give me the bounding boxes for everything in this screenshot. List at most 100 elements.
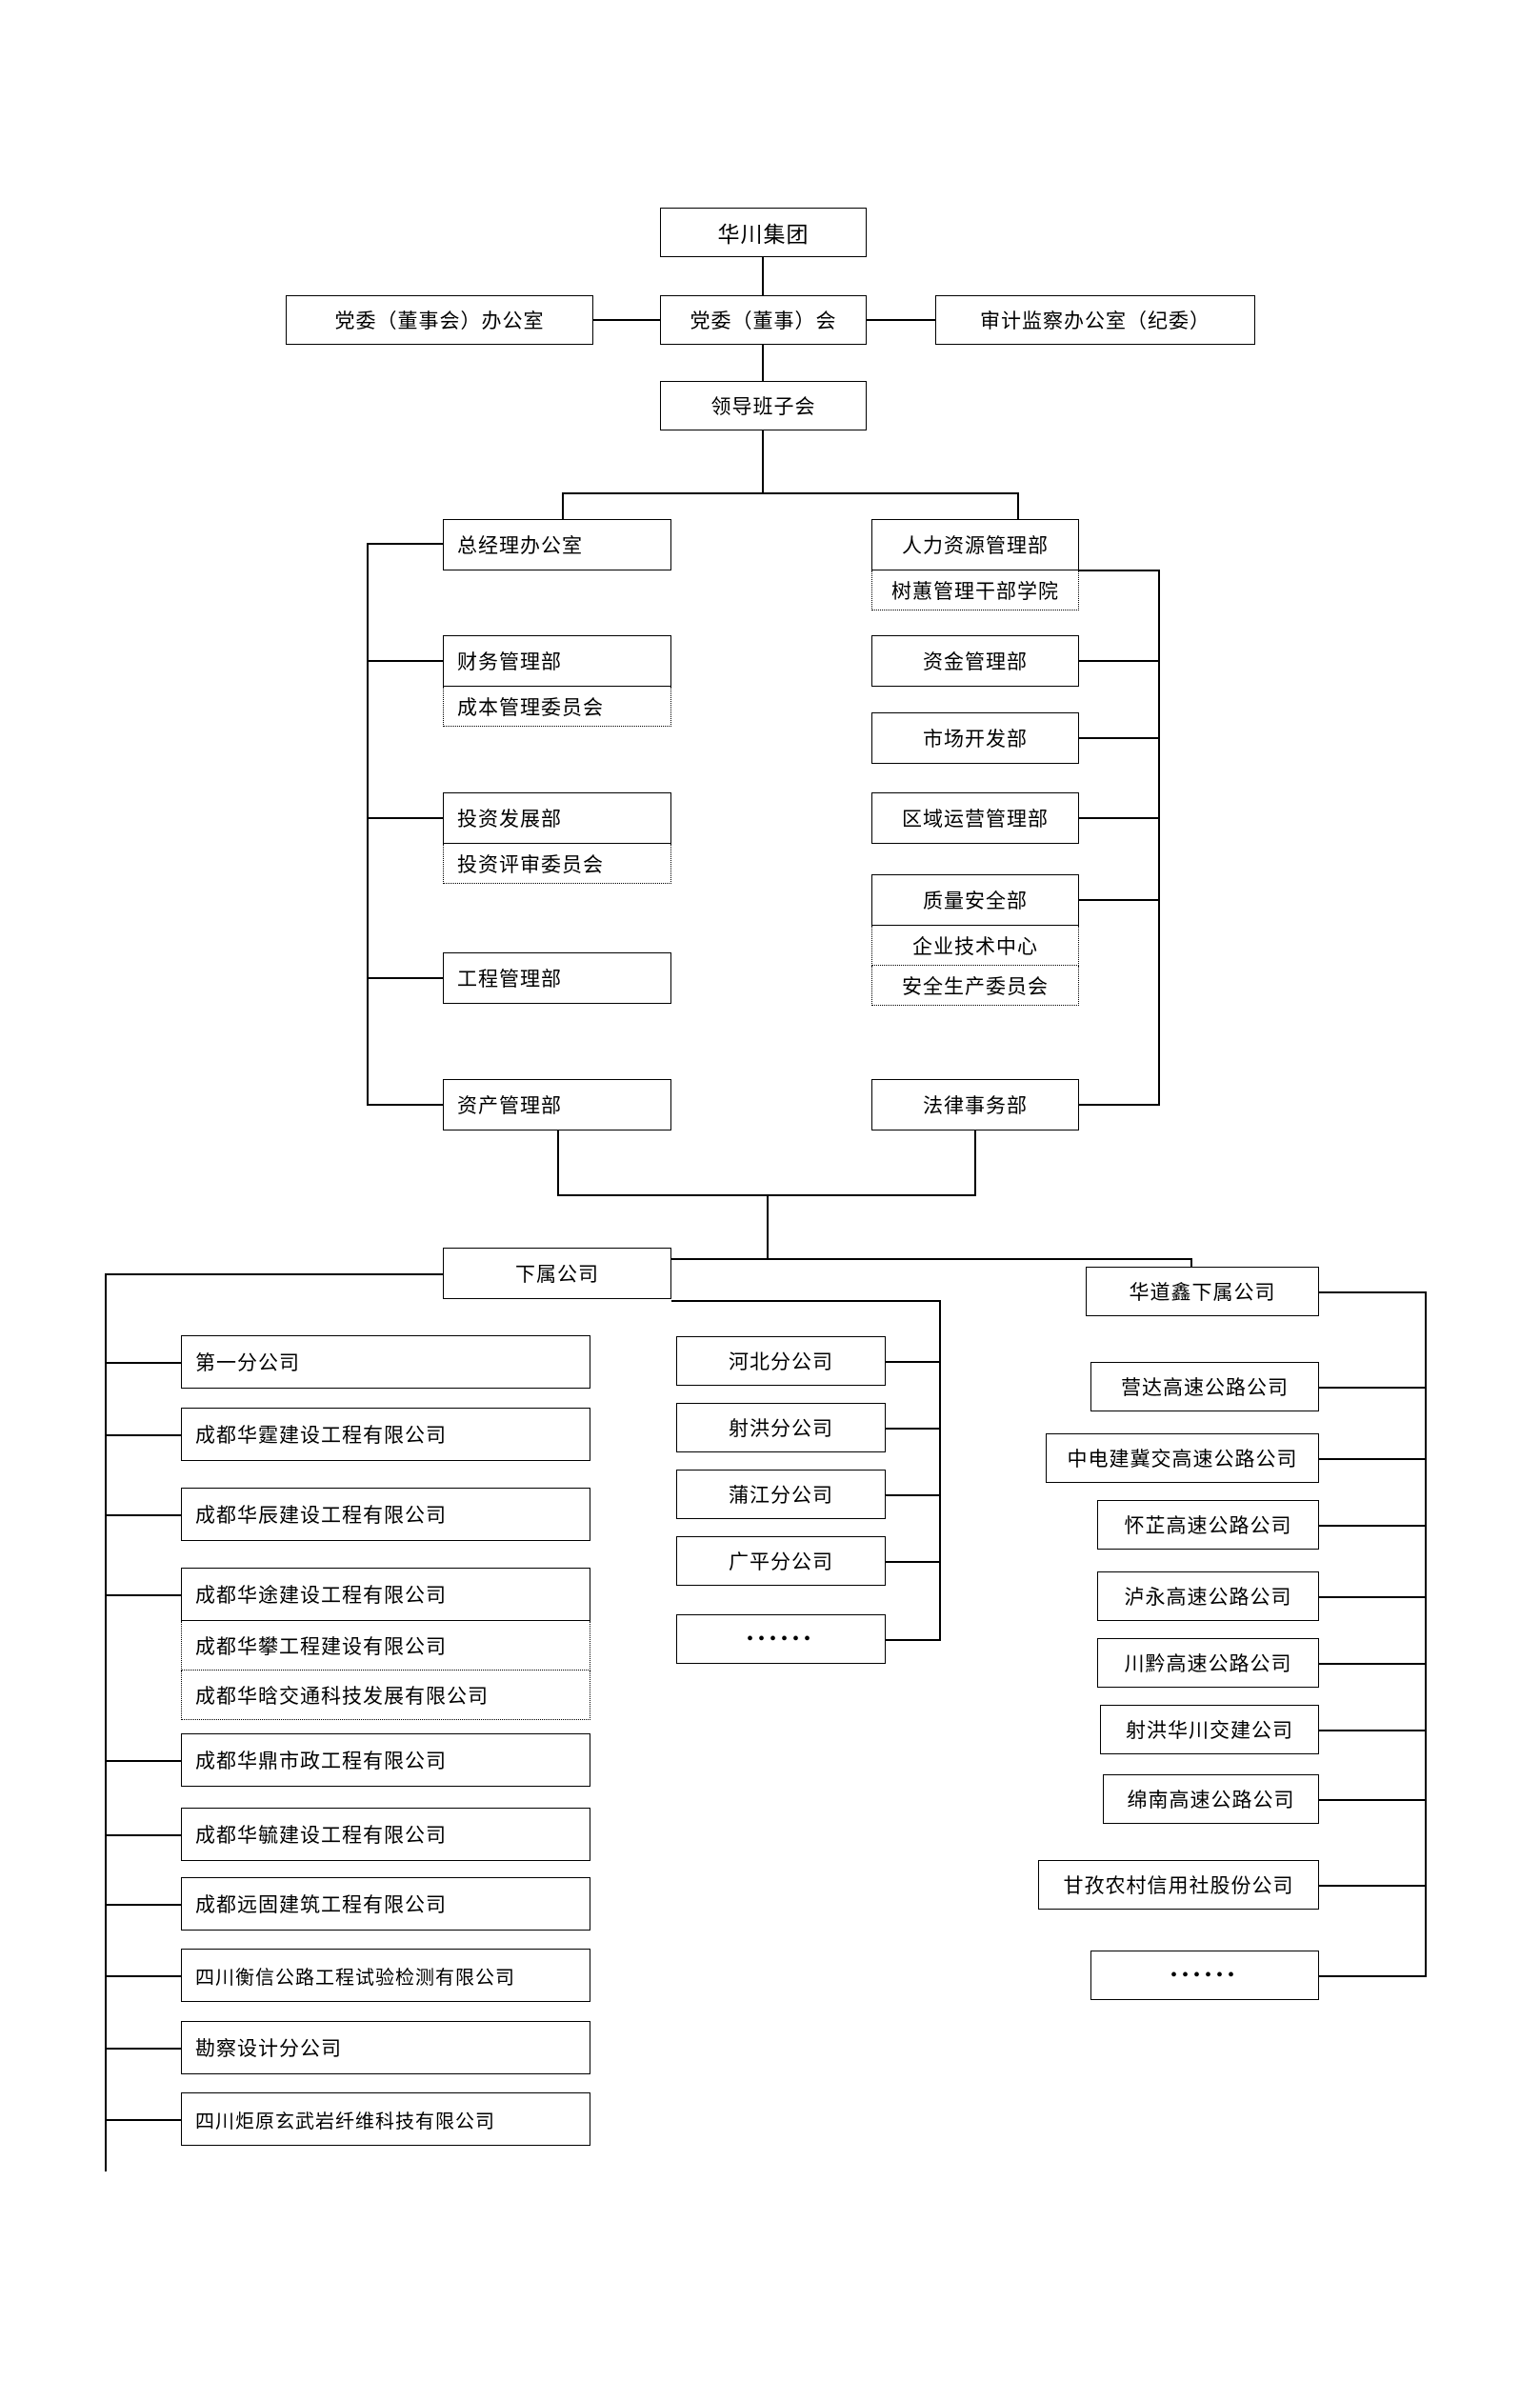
connector-subsidiary-12 <box>105 2119 181 2121</box>
node-huadaoxin-7[interactable]: 绵南高速公路公司 <box>1103 1774 1319 1824</box>
connector-huadaoxin-2 <box>1319 1458 1427 1460</box>
connector-branch-4 <box>886 1561 941 1563</box>
connector-branch-ellipsis <box>886 1639 941 1641</box>
connector-regional-to-rail <box>1079 817 1160 819</box>
huadaoxin-rail <box>1425 1291 1427 1975</box>
connector-huadaoxin-5 <box>1319 1663 1427 1665</box>
connector-rail-asset <box>367 1104 443 1106</box>
connector-root-to-party <box>762 257 764 295</box>
node-subsidiary-4[interactable]: 成都华途建设工程有限公司 <box>181 1568 590 1621</box>
connector-huadaoxin-4 <box>1319 1596 1427 1598</box>
connector-hr-to-rail <box>1079 570 1160 571</box>
node-subsidiaries-header[interactable]: 下属公司 <box>443 1248 671 1299</box>
node-branch-3[interactable]: 蒲江分公司 <box>676 1470 886 1519</box>
node-subsidiary-5[interactable]: 成都华攀工程建设有限公司 <box>181 1621 590 1671</box>
node-dept-finance-management[interactable]: 财务管理部 <box>443 635 671 687</box>
node-dept-legal-affairs[interactable]: 法律事务部 <box>871 1079 1079 1130</box>
node-subsidiary-6[interactable]: 成都华晗交通科技发展有限公司 <box>181 1671 590 1720</box>
node-committee-cost-management[interactable]: 成本管理委员会 <box>443 687 671 727</box>
node-subsidiary-2[interactable]: 成都华霆建设工程有限公司 <box>181 1408 590 1461</box>
node-huadaoxin-ellipsis[interactable]: •••••• <box>1090 1951 1319 2000</box>
node-party-office-left[interactable]: 党委（董事会）办公室 <box>286 295 593 345</box>
subsidiary-col2-rail <box>939 1300 941 1640</box>
node-subsidiary-8[interactable]: 成都华毓建设工程有限公司 <box>181 1808 590 1861</box>
node-subsidiary-9[interactable]: 成都远固建筑工程有限公司 <box>181 1877 590 1931</box>
connector-rail-engineering <box>367 977 443 979</box>
connector-subsidiary-bus-down <box>767 1194 769 1259</box>
connector-subsidiary-7 <box>105 1760 181 1762</box>
connector-branch-2 <box>886 1428 941 1430</box>
connector-leadership-down <box>762 430 764 493</box>
node-dept-regional-operations[interactable]: 区域运营管理部 <box>871 792 1079 844</box>
connector-branch-1 <box>886 1361 941 1363</box>
node-branch-1[interactable]: 河北分公司 <box>676 1336 886 1386</box>
connector-market-to-rail <box>1079 737 1160 739</box>
node-huadaoxin-header[interactable]: 华道鑫下属公司 <box>1086 1267 1319 1316</box>
node-huadaoxin-6[interactable]: 射洪华川交建公司 <box>1100 1705 1319 1754</box>
node-subsidiary-10[interactable]: 四川衡信公路工程试验检测有限公司 <box>181 1949 590 2002</box>
node-huadaoxin-4[interactable]: 泸永高速公路公司 <box>1097 1571 1319 1621</box>
connector-rail-investment <box>367 817 443 819</box>
connector-bus-to-right-col <box>1017 492 1019 519</box>
connector-party-to-leadership <box>762 345 764 381</box>
left-column-rail <box>367 543 369 1105</box>
node-party-committee[interactable]: 党委（董事）会 <box>660 295 867 345</box>
connector-departments-bus <box>562 492 1019 494</box>
connector-huadaoxin-7 <box>1319 1799 1427 1801</box>
node-subsidiary-11[interactable]: 勘察设计分公司 <box>181 2021 590 2074</box>
connector-legal-to-rail <box>1079 1104 1160 1106</box>
node-root-huachuan-group[interactable]: 华川集团 <box>660 208 867 257</box>
node-dept-investment-development[interactable]: 投资发展部 <box>443 792 671 844</box>
node-branch-2[interactable]: 射洪分公司 <box>676 1403 886 1452</box>
node-huadaoxin-3[interactable]: 怀芷高速公路公司 <box>1097 1500 1319 1550</box>
connector-subsidiary-bus-split <box>533 1258 1191 1260</box>
connector-subsidiary-9 <box>105 1904 181 1906</box>
node-shuhui-cadre-college[interactable]: 树蕙管理干部学院 <box>871 570 1079 610</box>
connector-rail-gm-office <box>367 543 443 545</box>
connector-huadaoxin-header-stub <box>1319 1291 1427 1293</box>
connector-subsidiary-8 <box>105 1834 181 1836</box>
node-huadaoxin-8[interactable]: 甘孜农村信用社股份公司 <box>1038 1860 1319 1910</box>
connector-fund-to-rail <box>1079 660 1160 662</box>
connector-subsidiary-header-right-stub <box>671 1300 941 1302</box>
connector-branch-3 <box>886 1494 941 1496</box>
connector-subsidiary-4 <box>105 1594 181 1596</box>
connector-party-to-right-office <box>867 319 935 321</box>
connector-legal-down <box>974 1130 976 1195</box>
node-subsidiary-12[interactable]: 四川炬原玄武岩纤维科技有限公司 <box>181 2092 590 2146</box>
subsidiary-col1-rail <box>105 1273 107 2171</box>
connector-asset-down <box>557 1130 559 1195</box>
node-huadaoxin-5[interactable]: 川黔高速公路公司 <box>1097 1638 1319 1688</box>
node-dept-quality-safety[interactable]: 质量安全部 <box>871 874 1079 926</box>
connector-subsidiary-3 <box>105 1514 181 1516</box>
node-dept-engineering-management[interactable]: 工程管理部 <box>443 952 671 1004</box>
node-branch-4[interactable]: 广平分公司 <box>676 1536 886 1586</box>
connector-quality-to-rail <box>1079 899 1160 901</box>
connector-huadaoxin-3 <box>1319 1525 1427 1527</box>
node-dept-fund-management[interactable]: 资金管理部 <box>871 635 1079 687</box>
node-subsidiary-7[interactable]: 成都华鼎市政工程有限公司 <box>181 1733 590 1787</box>
node-branch-ellipsis[interactable]: •••••• <box>676 1614 886 1664</box>
connector-subsidiary-2 <box>105 1434 181 1436</box>
node-huadaoxin-2[interactable]: 中电建冀交高速公路公司 <box>1046 1433 1319 1483</box>
node-dept-asset-management[interactable]: 资产管理部 <box>443 1079 671 1130</box>
node-dept-general-manager-office[interactable]: 总经理办公室 <box>443 519 671 570</box>
connector-party-to-left-office <box>593 319 660 321</box>
node-audit-office-right[interactable]: 审计监察办公室（纪委） <box>935 295 1255 345</box>
right-column-rail <box>1158 570 1160 1105</box>
connector-subsidiary-1 <box>105 1362 181 1364</box>
node-leadership-team[interactable]: 领导班子会 <box>660 381 867 430</box>
connector-subsidiary-header-left-stub <box>105 1273 443 1275</box>
connector-rail-finance <box>367 660 443 662</box>
node-committee-investment-review[interactable]: 投资评审委员会 <box>443 844 671 884</box>
connector-huadaoxin-1 <box>1319 1387 1427 1389</box>
node-subsidiary-3[interactable]: 成都华辰建设工程有限公司 <box>181 1488 590 1541</box>
node-enterprise-tech-center[interactable]: 企业技术中心 <box>871 926 1079 966</box>
node-dept-market-development[interactable]: 市场开发部 <box>871 712 1079 764</box>
connector-bus-to-left-col <box>562 492 564 519</box>
node-subsidiary-1[interactable]: 第一分公司 <box>181 1335 590 1389</box>
node-committee-production-safety[interactable]: 安全生产委员会 <box>871 966 1079 1006</box>
node-huadaoxin-1[interactable]: 营达高速公路公司 <box>1090 1362 1319 1411</box>
node-dept-human-resources[interactable]: 人力资源管理部 <box>871 519 1079 570</box>
